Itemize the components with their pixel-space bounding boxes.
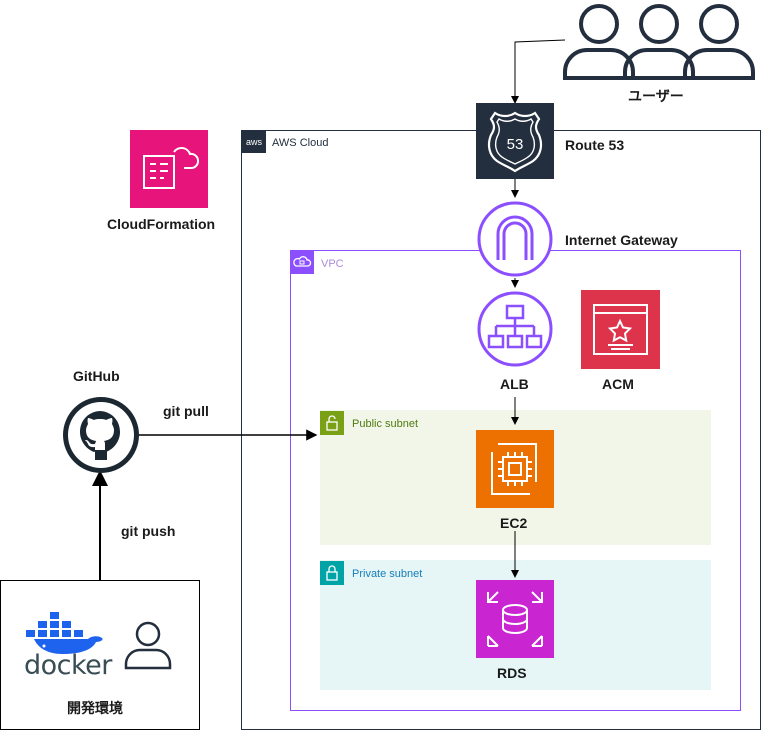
dev-environment-group [0, 580, 200, 730]
route53-label: Route 53 [565, 137, 625, 153]
private-subnet-lock-icon [320, 561, 344, 585]
ec2-label: EC2 [500, 515, 528, 531]
github-label: GitHub [73, 368, 120, 384]
docker-whale-icon [24, 612, 103, 654]
dev-env-label: 開発環境 [67, 700, 123, 716]
vpc-label: VPC [321, 258, 344, 270]
private-subnet-label: Private subnet [352, 568, 423, 580]
public-subnet-label: Public subnet [352, 418, 419, 430]
vpc-cloud-icon [290, 250, 314, 274]
route53-badge: 53 [507, 136, 524, 153]
git-pull-label: git pull [163, 403, 209, 419]
internet-gateway-label: Internet Gateway [565, 232, 678, 248]
rds-icon [476, 580, 554, 658]
github-icon [63, 397, 139, 473]
git-push-label: git push [121, 523, 176, 539]
route53-icon: 53 [476, 103, 554, 179]
edge-users-route53 [511, 39, 566, 104]
developer-user-icon [124, 621, 172, 670]
cloudformation-icon [130, 130, 208, 208]
acm-label: ACM [602, 376, 634, 392]
aws-logo-icon: aws [242, 131, 266, 153]
cloudformation-label: CloudFormation [107, 216, 216, 232]
aws-cloud-label: AWS Cloud [272, 137, 329, 149]
ec2-icon [476, 430, 554, 508]
internet-gateway-icon [477, 201, 553, 277]
public-subnet-lock-icon [320, 411, 344, 435]
docker-wordmark: docker [24, 650, 112, 681]
users-icon [563, 4, 755, 80]
alb-icon [477, 291, 553, 367]
rds-label: RDS [497, 665, 527, 681]
users-label: ユーザー [628, 88, 684, 104]
acm-icon [581, 290, 660, 369]
alb-label: ALB [500, 376, 529, 392]
